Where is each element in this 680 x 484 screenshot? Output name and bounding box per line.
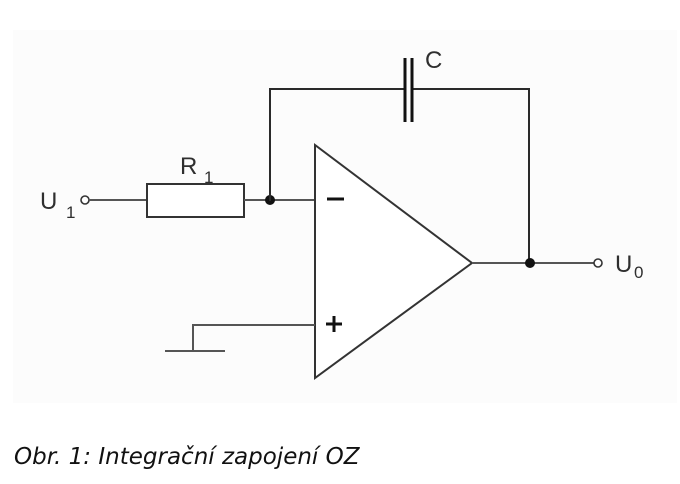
wire-feedback-left [269, 88, 406, 201]
output-label-subscript: 0 [634, 263, 643, 282]
op-amp [314, 142, 474, 380]
op-amp-body [314, 142, 474, 380]
resistor-label-subscript: 1 [204, 168, 213, 187]
input-label-subscript: 1 [66, 203, 75, 222]
output-label: U [615, 251, 632, 278]
input-label: U [40, 188, 57, 215]
output-terminal-circle [593, 258, 603, 268]
wire-feedback-right [411, 88, 530, 264]
output-terminal: U 0 [593, 251, 643, 282]
ground-symbol [165, 324, 315, 352]
figure-caption: Obr. 1: Integrační zapojení OZ [14, 444, 360, 470]
resistor-label: R [180, 153, 197, 180]
wire-noninverting-to-ground [192, 324, 315, 351]
resistor-body [146, 183, 245, 218]
junction-output-node [525, 258, 535, 268]
capacitor-c: C [403, 47, 442, 122]
capacitor-label: C [425, 47, 442, 74]
input-terminal-circle [80, 195, 90, 205]
input-terminal: U 1 [40, 188, 90, 222]
noninverting-input-plus-sign [326, 316, 342, 332]
resistor-r1: R 1 [146, 153, 245, 218]
